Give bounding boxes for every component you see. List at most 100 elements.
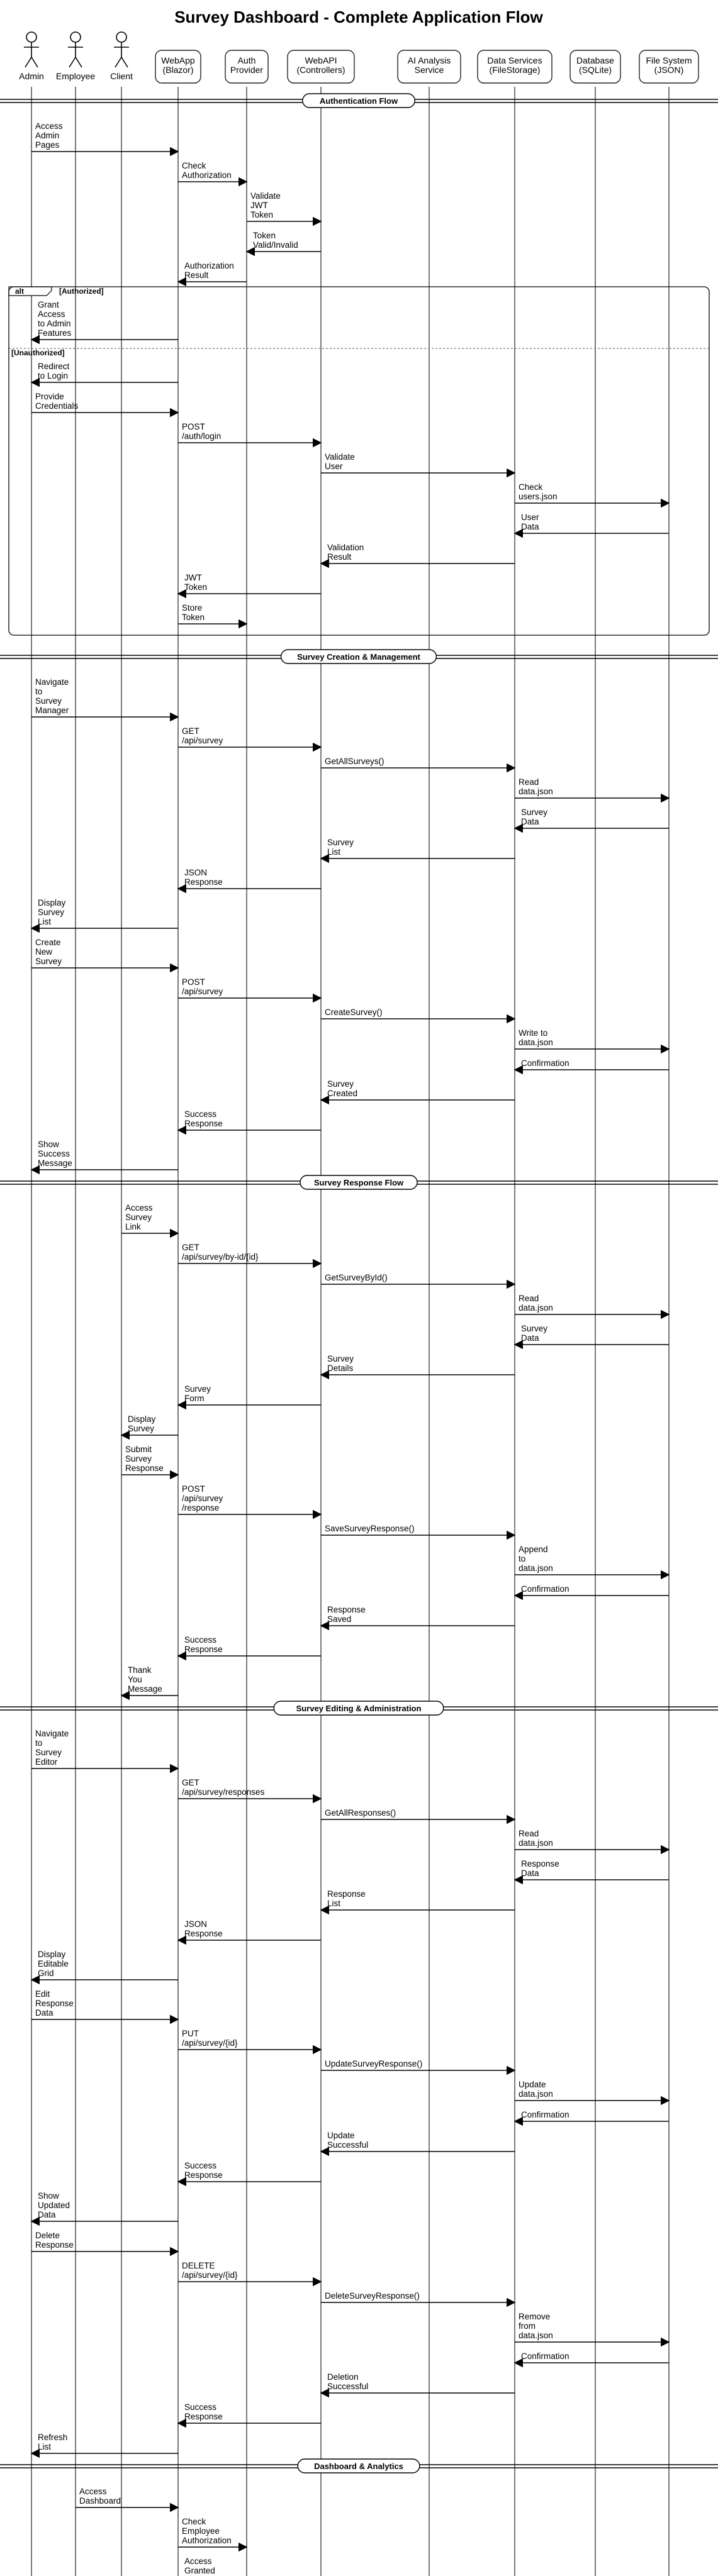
- message-label-line: Access: [125, 1203, 153, 1213]
- message-label-line: Validation: [327, 543, 364, 552]
- message-label-line: Thank: [128, 1665, 152, 1675]
- participant-label-ai-line: Service: [415, 65, 444, 75]
- actor-head: [70, 31, 81, 43]
- message-label-line: Pages: [35, 140, 60, 150]
- participant-label-fs: File System(JSON): [646, 55, 692, 75]
- message-fs-to-data: Confirmation: [513, 2351, 669, 2368]
- participant-label-db: Database(SQLite): [576, 55, 614, 75]
- message-webapi-to-data: SaveSurveyResponse(): [321, 1524, 516, 1540]
- message-label-line: Survey: [327, 838, 354, 847]
- message-label-line: Data: [521, 1868, 539, 1878]
- message-label-line: Response: [184, 2412, 223, 2421]
- message-label-line: Display: [38, 898, 66, 908]
- message-label-line: POST: [182, 977, 205, 987]
- actor-leg-left: [115, 57, 122, 68]
- message-label: Confirmation: [521, 1058, 569, 1068]
- message-label-line: Admin: [35, 131, 59, 140]
- message-label-line: JSON: [184, 1919, 207, 1929]
- message-label-line: /api/survey/responses: [182, 1787, 265, 1797]
- message-label-line: You: [128, 1675, 142, 1684]
- message-label-line: Update: [327, 2131, 355, 2140]
- message-label-line: GET: [182, 726, 199, 736]
- message-label-line: Success: [184, 2161, 216, 2170]
- section-label-box: [300, 1175, 418, 1190]
- message-label-line: Survey: [521, 1324, 547, 1333]
- participant-label-webapp-line: WebApp: [161, 55, 195, 65]
- message-label-line: Success: [38, 1149, 70, 1158]
- message-label-line: Response: [327, 1889, 366, 1899]
- message-label: PUT/api/survey/{id}: [182, 2029, 238, 2048]
- message-label-line: Survey: [184, 1384, 211, 1394]
- message-label: POST/api/survey/response: [182, 1484, 223, 1513]
- message-label-line: GET: [182, 1243, 199, 1252]
- message-label-line: Response: [184, 1119, 223, 1128]
- message-label-line: Access: [35, 121, 63, 131]
- message-label: Confirmation: [521, 2351, 569, 2361]
- actor-leg-right: [31, 57, 38, 68]
- participant-label-db-line: Database: [576, 55, 614, 65]
- participant-label-data: Data Services(FileStorage): [487, 55, 542, 75]
- participant-admin: Admin: [19, 31, 44, 81]
- message-label-line: List: [38, 917, 51, 926]
- message-label-line: Survey: [327, 1079, 354, 1089]
- message-label-line: Data: [521, 522, 539, 531]
- message-label-line: /api/survey: [182, 987, 223, 996]
- message-label-line: Update: [519, 2080, 546, 2089]
- message-label-line: UpdateSurveyResponse(): [325, 2059, 422, 2068]
- section-label: Survey Editing & Administration: [296, 1704, 422, 1713]
- message-label-line: Survey: [125, 1454, 152, 1463]
- message-label-line: Submit: [125, 1445, 152, 1454]
- actor-icon: [24, 31, 39, 68]
- message-label-line: Append: [519, 1545, 548, 1554]
- message-label-line: DELETE: [182, 2261, 215, 2270]
- message-label-line: Credentials: [35, 401, 79, 411]
- participant-webapp: WebApp(Blazor): [155, 50, 201, 84]
- section-label: Survey Creation & Management: [297, 652, 420, 662]
- message-label-line: Editable: [38, 1959, 69, 1968]
- message-label: GetAllResponses(): [325, 1808, 396, 1818]
- message-label-line: Confirmation: [521, 2351, 569, 2361]
- actor-head: [26, 31, 37, 43]
- message-label: SaveSurveyResponse(): [325, 1524, 415, 1533]
- participant-label-webapi-line: (Controllers): [296, 65, 345, 75]
- participant-label-employee-line: Employee: [56, 71, 95, 81]
- message-label-line: Navigate: [35, 1729, 69, 1738]
- message-label-line: Editor: [35, 1757, 58, 1767]
- message-label-line: Details: [327, 1363, 354, 1373]
- message-label-line: Success: [184, 1109, 216, 1119]
